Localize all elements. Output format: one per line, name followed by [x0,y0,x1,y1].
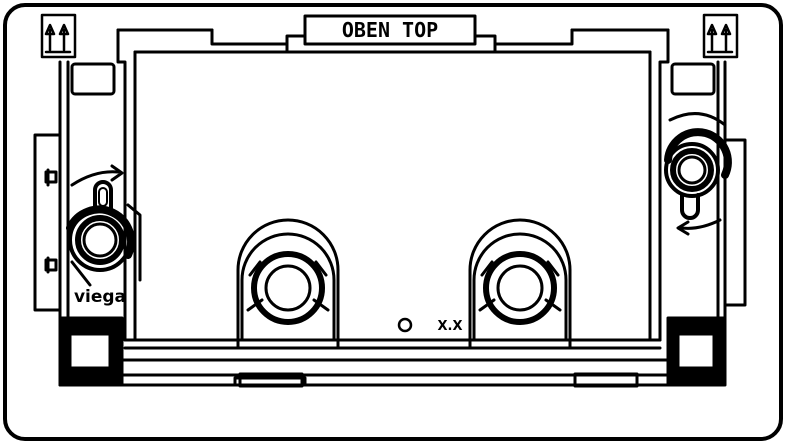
right-rotary-lock [664,112,732,220]
bottom-left-clip [58,316,124,387]
orientation-arrows-icon-right [702,13,739,59]
inner-frame [63,28,722,387]
outer-plate [3,3,783,441]
bottom-right-clip [666,316,726,387]
brand-logo: viega [74,287,126,307]
center-clamp-left [236,218,340,350]
indicator-hole [397,317,413,333]
center-clamp-right [468,218,572,350]
orientation-arrows-icon-left [40,13,77,59]
left-rotary-lock [66,180,142,287]
left-side-rail [33,60,116,387]
bottom-slots [233,372,639,388]
version-mark: X.X [438,319,463,334]
top-label: OBEN TOP [342,18,438,42]
curved-arrow-left-icon [676,218,722,236]
curved-arrow-right-icon [70,164,124,187]
